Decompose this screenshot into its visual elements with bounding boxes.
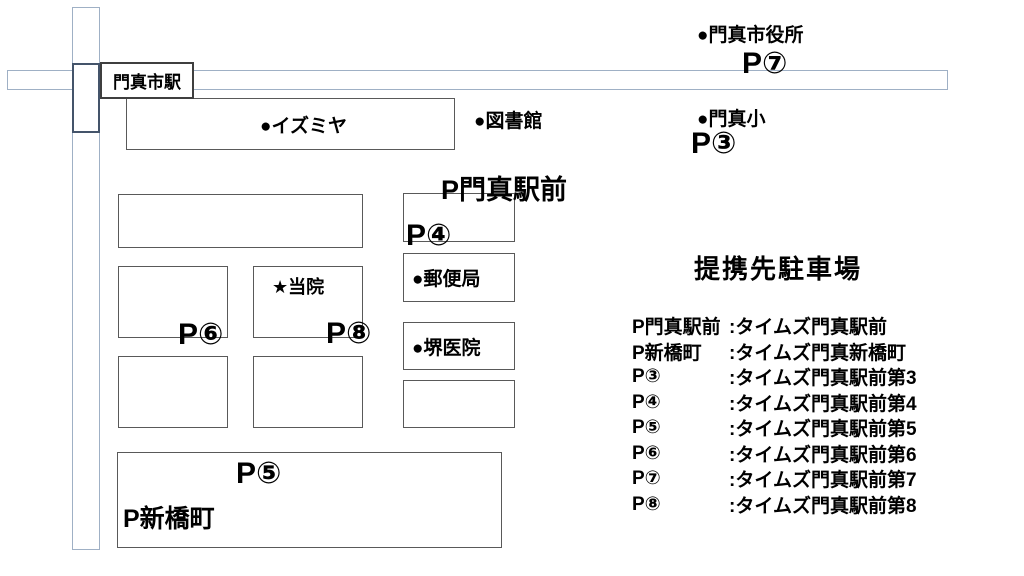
legend-row: P⑤ :タイムズ門真駅前第5 bbox=[632, 415, 917, 441]
legend-key: P⑤ bbox=[632, 417, 661, 439]
legend-row: P門真駅前 :タイムズ門真駅前 bbox=[632, 313, 917, 339]
station-name-box: 門真市駅 bbox=[100, 62, 194, 99]
legend-key: P⑥ bbox=[632, 442, 661, 464]
post-office-block: ●郵便局 bbox=[403, 253, 515, 302]
city-block-3 bbox=[118, 356, 228, 428]
station-name-label: 門真市駅 bbox=[113, 73, 181, 92]
izumiya-block: ●イズミヤ bbox=[126, 98, 455, 150]
parking-label-p7: P⑦ bbox=[742, 47, 788, 80]
parking-label-p6: P⑥ bbox=[178, 318, 224, 351]
parking-label-p8: P⑧ bbox=[326, 317, 372, 350]
parking-label-kadoma-ekimae: P門真駅前 bbox=[441, 175, 568, 205]
legend: P門真駅前 :タイムズ門真駅前 P新橋町 :タイムズ門真新橋町 P③ :タイムズ門真駅… bbox=[632, 313, 917, 517]
legend-row: P⑥ :タイムズ門真駅前第6 bbox=[632, 441, 917, 467]
parking-label-p4: P④ bbox=[406, 219, 452, 252]
sakai-clinic-block: ●堺医院 bbox=[403, 322, 515, 370]
place-dot-icon: ● bbox=[412, 337, 424, 359]
sakai-clinic-label: ●堺医院 bbox=[412, 337, 481, 359]
post-office-label: ●郵便局 bbox=[412, 269, 481, 290]
our-clinic-block: ★当院 bbox=[253, 266, 363, 338]
legend-value: :タイムズ門真駅前第7 bbox=[729, 470, 917, 492]
elementary-school-label: ●門真小 bbox=[697, 109, 766, 130]
place-dot-icon: ● bbox=[412, 269, 424, 290]
legend-value: :タイムズ門真駅前第5 bbox=[729, 419, 917, 441]
legend-row: P⑦ :タイムズ門真駅前第7 bbox=[632, 466, 917, 492]
place-dot-icon: ● bbox=[697, 109, 709, 130]
legend-title: 提携先駐車場 bbox=[694, 254, 863, 284]
legend-row: P新橋町 :タイムズ門真新橋町 bbox=[632, 339, 917, 365]
our-clinic-label: ★当院 bbox=[272, 277, 325, 297]
legend-value: :タイムズ門真駅前第4 bbox=[729, 393, 917, 415]
city-block-1 bbox=[118, 194, 363, 248]
horizontal-road bbox=[7, 70, 948, 90]
parking-label-shinbashicho: P新橋町 bbox=[123, 505, 215, 533]
parking-block-shinbashicho bbox=[117, 452, 502, 548]
legend-row: P④ :タイムズ門真駅前第4 bbox=[632, 390, 917, 416]
legend-key: P⑦ bbox=[632, 468, 661, 490]
legend-value: :タイムズ門真駅前第3 bbox=[729, 368, 917, 390]
legend-row: P③ :タイムズ門真駅前第3 bbox=[632, 364, 917, 390]
legend-value: :タイムズ門真駅前 bbox=[729, 317, 887, 339]
place-dot-icon: ● bbox=[474, 111, 486, 132]
place-dot-icon: ● bbox=[697, 25, 709, 46]
star-icon: ★ bbox=[272, 277, 289, 297]
city-hall-label: ●門真市役所 bbox=[697, 25, 804, 46]
station-platform bbox=[72, 63, 100, 133]
parking-label-p3: P③ bbox=[691, 127, 737, 160]
place-dot-icon: ● bbox=[260, 115, 272, 137]
legend-key: P⑧ bbox=[632, 493, 661, 515]
legend-key: P③ bbox=[632, 366, 661, 388]
parking-block-kadoma-ekimae bbox=[403, 193, 515, 242]
city-block-4 bbox=[253, 356, 363, 428]
city-block-5 bbox=[403, 380, 515, 428]
parking-label-p5: P⑤ bbox=[236, 457, 282, 490]
izumiya-label: ●イズミヤ bbox=[260, 115, 347, 137]
legend-key: P④ bbox=[632, 391, 661, 413]
city-block-2 bbox=[118, 266, 228, 338]
library-label: ●図書館 bbox=[474, 111, 543, 132]
legend-value: :タイムズ門真駅前第6 bbox=[729, 444, 917, 466]
legend-key: P新橋町 bbox=[632, 342, 702, 364]
legend-key: P門真駅前 bbox=[632, 317, 721, 339]
legend-row: P⑧ :タイムズ門真駅前第8 bbox=[632, 492, 917, 518]
legend-value: :タイムズ門真駅前第8 bbox=[729, 495, 917, 517]
legend-value: :タイムズ門真新橋町 bbox=[729, 342, 906, 364]
